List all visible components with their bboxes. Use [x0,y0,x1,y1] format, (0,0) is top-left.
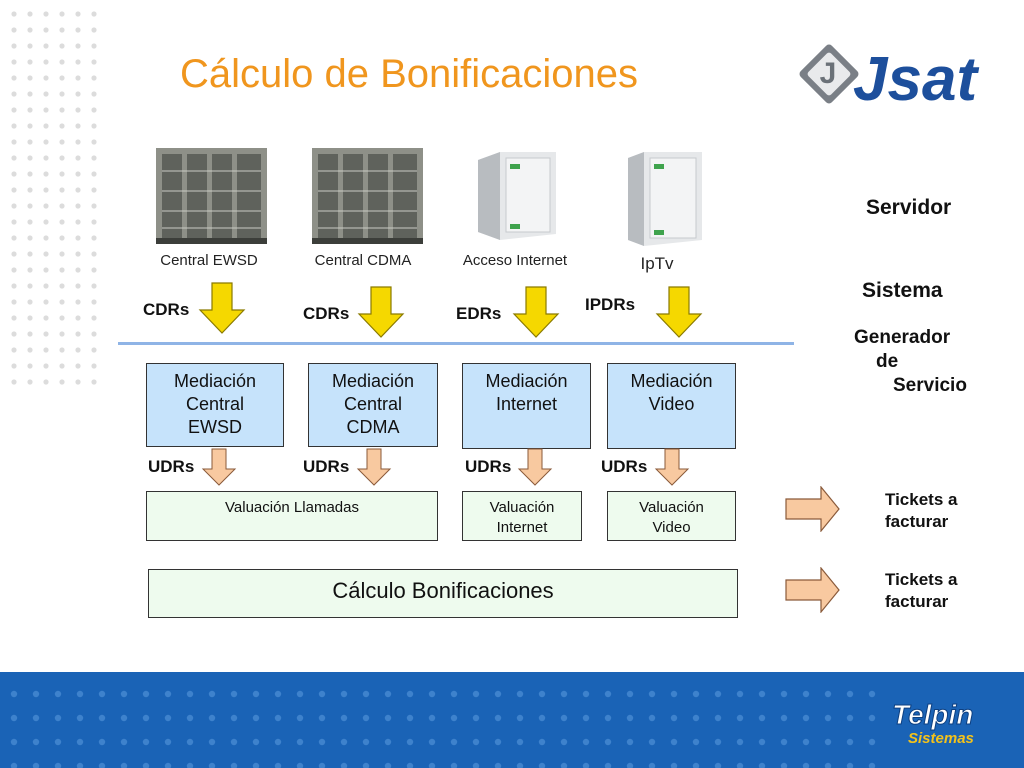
equipment-label: Central EWSD [160,252,258,269]
down-arrow-icon [517,448,553,486]
tower-server-icon [478,152,556,240]
jsat-logo: J Jsat [799,44,979,112]
record-type-label: CDRs [303,304,350,323]
equipment-label: IpTv [640,254,674,273]
down-arrow-icon [512,286,560,338]
down-arrow-icon [654,448,690,486]
legend-generador: Servicio [893,375,967,396]
legend-servidor: Servidor [866,196,952,219]
svg-text:Jsat: Jsat [853,45,979,112]
svg-text:Sistemas: Sistemas [908,730,974,747]
output-tickets-label: Tickets a facturar [885,570,958,611]
record-type-label: UDRs [601,457,648,476]
decorative-dot-grid [10,690,876,768]
decorative-dot-grid [11,11,97,385]
mediation-box-video: Mediación Video [607,363,736,449]
right-arrow-icon [785,486,840,532]
svg-text:J: J [820,57,837,90]
record-type-label: EDRs [456,304,502,323]
valuation-box-calls: Valuación Llamadas [146,491,438,541]
equipment-label: Central CDMA [314,252,412,269]
down-arrow-icon [201,448,237,486]
switch-cabinet-icon [312,148,423,244]
calculation-box: Cálculo Bonificaciones [148,569,738,618]
mediation-box-ewsd: Mediación Central EWSD [146,363,284,447]
down-arrow-icon [357,286,405,338]
down-arrow-icon [655,286,703,338]
slide-title: Cálculo de Bonificaciones [180,52,639,96]
record-type-label: UDRs [465,457,512,476]
divider-line [118,342,794,345]
switch-cabinet-icon [156,148,267,244]
mediation-box-cdma: Mediación Central CDMA [308,363,438,447]
valuation-box-internet: Valuación Internet [462,491,582,541]
svg-text:Telpin: Telpin [892,699,973,730]
record-type-label: CDRs [143,300,190,319]
right-arrow-icon [785,567,840,613]
legend-generador: Generador [854,327,951,348]
valuation-box-video: Valuación Video [607,491,736,541]
output-tickets-label: Tickets a facturar [885,490,958,531]
record-type-label: UDRs [148,457,195,476]
down-arrow-icon [198,282,246,334]
equipment-label: Acceso Internet [462,252,568,269]
record-type-label: UDRs [303,457,350,476]
record-type-label: IPDRs [585,295,636,314]
telpin-logo: Telpin Sistemas [892,699,974,748]
legend-generador: de [876,351,899,372]
down-arrow-icon [356,448,392,486]
mediation-box-internet: Mediación Internet [462,363,591,449]
tower-server-icon [628,152,702,246]
footer-band [0,672,1024,768]
legend-sistema: Sistema [862,279,943,302]
